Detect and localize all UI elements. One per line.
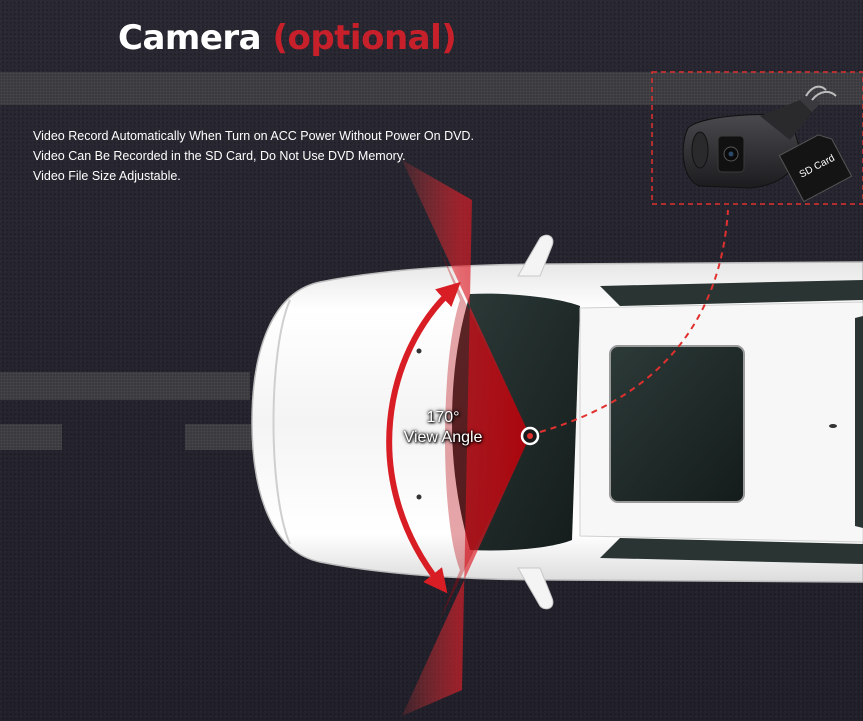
- callout-line: [539, 209, 729, 433]
- title-optional: (optional): [272, 18, 457, 58]
- car-top-view: [251, 234, 863, 610]
- road-dash-1: [0, 424, 62, 450]
- description-line-3: Video File Size Adjustable.: [33, 169, 181, 183]
- description-line-1: Video Record Automatically When Turn on …: [33, 129, 474, 143]
- dashcam-icon: [682, 85, 837, 189]
- title-main: Camera: [118, 18, 262, 58]
- road-lane-top: [0, 72, 863, 105]
- feature-description: Video Record Automatically When Turn on …: [33, 126, 503, 186]
- view-angle-degrees: 170°: [426, 409, 460, 426]
- view-angle-label: 170° View Angle: [388, 408, 498, 448]
- view-angle-arrow: [386, 281, 461, 594]
- view-angle-beam: [402, 160, 530, 716]
- page-title: Camera (optional): [118, 18, 457, 58]
- description-line-2: Video Can Be Recorded in the SD Card, Do…: [33, 149, 406, 163]
- sd-card-icon: SD Card: [778, 134, 853, 203]
- view-angle-text: View Angle: [403, 429, 483, 446]
- road-lane-left: [0, 372, 250, 400]
